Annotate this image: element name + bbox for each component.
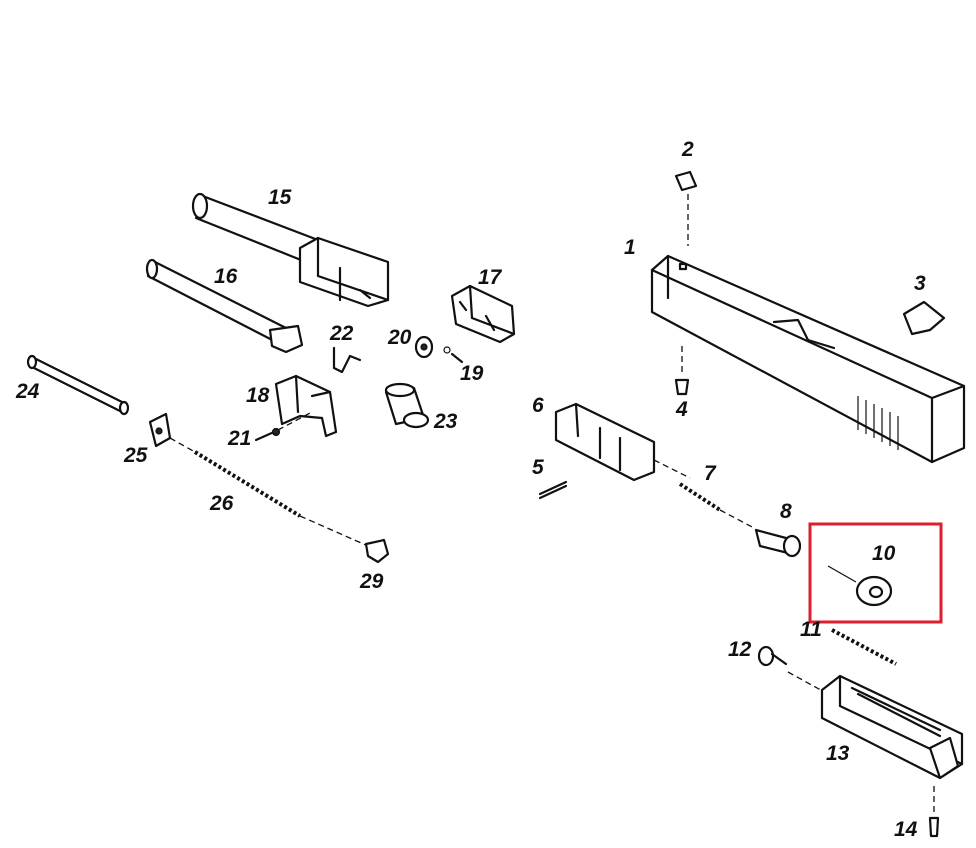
label-16: 16 (214, 265, 238, 288)
label-21: 21 (227, 427, 251, 450)
part-24-pin (26, 354, 130, 416)
part-5-pin (538, 480, 568, 500)
part-8-cup (754, 528, 802, 558)
part-14-screw (928, 786, 940, 838)
label-14: 14 (894, 818, 918, 841)
label-26: 26 (209, 492, 234, 515)
label-6: 6 (532, 394, 544, 417)
part-1-slide (650, 254, 966, 464)
label-29: 29 (359, 570, 384, 593)
part-26-spring (169, 437, 369, 547)
label-1: 1 (624, 236, 636, 259)
label-3: 3 (914, 272, 926, 295)
label-11: 11 (800, 618, 822, 641)
part-17-housing (450, 284, 516, 344)
label-17: 17 (478, 266, 503, 289)
label-5: 5 (532, 456, 544, 479)
label-8: 8 (780, 500, 792, 523)
part-23-sleeve (384, 382, 430, 429)
part-2-sight (674, 170, 698, 246)
label-20: 20 (387, 326, 412, 349)
label-24: 24 (15, 380, 40, 403)
part-10-bushing (827, 565, 893, 607)
label-12: 12 (728, 638, 752, 661)
part-25-washer (148, 412, 172, 448)
label-13: 13 (826, 742, 850, 765)
part-15-barrel (191, 192, 390, 308)
part-21-screw (254, 411, 313, 442)
part-16-rod (145, 258, 304, 354)
part-12-screw (757, 645, 829, 695)
label-19: 19 (460, 362, 484, 385)
label-10: 10 (872, 542, 896, 565)
part-20-washer (414, 335, 434, 359)
label-23: 23 (433, 410, 458, 433)
part-18-block (274, 374, 338, 438)
highlight-box (808, 522, 943, 624)
label-4: 4 (675, 398, 688, 421)
label-7: 7 (704, 462, 717, 485)
part-19-spring (443, 346, 464, 364)
label-18: 18 (246, 384, 270, 407)
part-29-cap (364, 538, 390, 564)
part-13-housing (820, 674, 964, 780)
part-4-screw (674, 346, 690, 396)
label-25: 25 (123, 444, 148, 467)
label-22: 22 (329, 322, 354, 345)
part-6-firing-pin (554, 402, 691, 482)
label-2: 2 (681, 138, 694, 161)
part-3-rear-sight (902, 300, 946, 336)
part-11-spring (831, 628, 897, 666)
label-15: 15 (268, 186, 292, 209)
part-7-spring (678, 482, 755, 529)
part-22-clip (332, 346, 362, 374)
